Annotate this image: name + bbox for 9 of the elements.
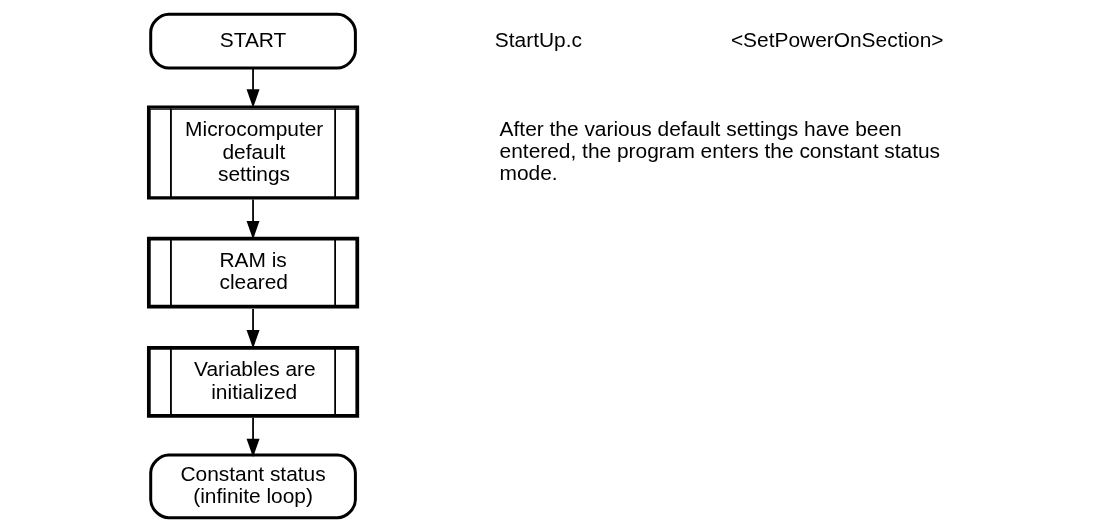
label: <SetPowerOnSection> — [730, 27, 944, 51]
arrow — [246, 308, 260, 349]
arrow — [246, 198, 260, 240]
arrow — [246, 67, 260, 108]
label: After the various default settings have been entered, the program enters the constant status mode. — [499, 116, 941, 185]
node-box: START — [149, 12, 357, 70]
node-box: Constant status (infinite loop) — [149, 453, 357, 520]
arrow — [246, 416, 260, 458]
label: StartUp.c — [494, 27, 582, 51]
